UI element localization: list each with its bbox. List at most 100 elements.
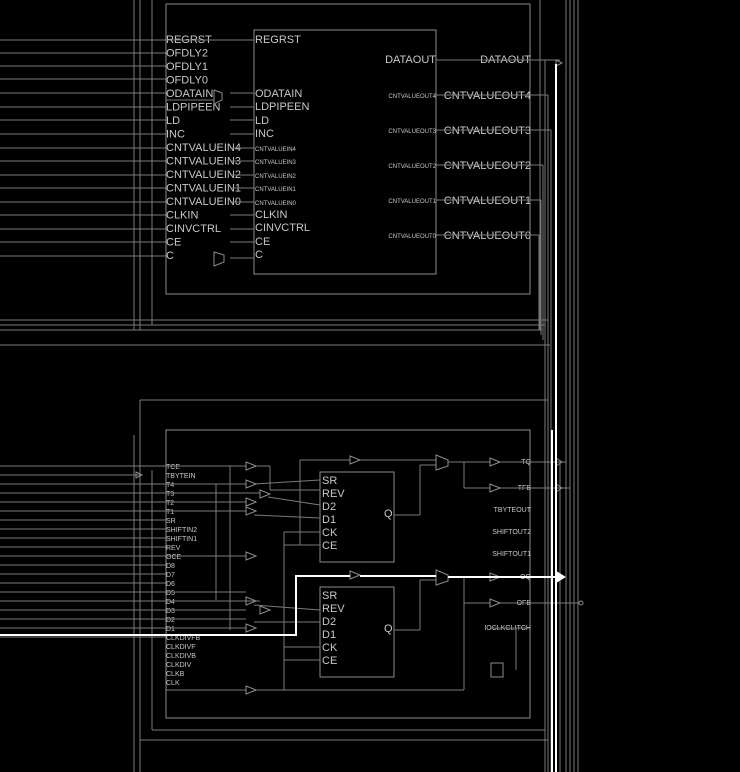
odelay-cell-input-c: C xyxy=(255,249,263,261)
odelay-input-cntvaluein0: CNTVALUEIN0 xyxy=(166,196,241,208)
odelay-cell-outputs: DATAOUT CNTVALUEOUT4CNTVALUEOUT3CNTVALUEO… xyxy=(385,54,437,240)
odelay-cell-input-inc: INC xyxy=(255,128,274,140)
ologic-tile-frame xyxy=(165,429,531,719)
odelay-block-inputs: REGRSTOFDLY2OFDLY1OFDLY0ODATAINLDPIPEENL… xyxy=(166,34,241,262)
ologic-input-d4: D4 xyxy=(166,599,175,606)
ologic-input-clkdivf: CLKDIVF xyxy=(166,644,196,651)
ologic-output-shiftout1: SHIFTOUT1 xyxy=(492,551,531,558)
ologic-input-d1: D1 xyxy=(166,626,175,633)
odelay-input-odatain: ODATAIN xyxy=(166,88,213,100)
ff-top-pin-d1: D1 xyxy=(322,514,336,526)
ologic-input-t3: T3 xyxy=(166,491,174,498)
odelay-block-outputs: DATAOUTCNTVALUEOUT4CNTVALUEOUT3CNTVALUEO… xyxy=(444,54,531,242)
odelay-cell-input-clkin: CLKIN xyxy=(255,209,287,221)
ofb-port-dot xyxy=(578,600,584,606)
clk-mux xyxy=(213,251,225,267)
routing-wires xyxy=(0,0,579,772)
ologic-input-shiftin1: SHIFTIN1 xyxy=(166,536,197,543)
odelay-cell-inputs: REGRSTODATAINLDPIPEENLDINCCNTVALUEIN4CNT… xyxy=(255,34,310,261)
odelay-cell-input-ld: LD xyxy=(255,115,269,127)
flip-flop-top xyxy=(319,471,395,563)
odelay-output-cntvalueout0: CNTVALUEOUT0 xyxy=(444,230,531,242)
odelay-input-cntvaluein1: CNTVALUEIN1 xyxy=(166,183,241,195)
ofb-out-buffer xyxy=(489,598,502,608)
odelay-input-cntvaluein2: CNTVALUEIN2 xyxy=(166,169,241,181)
ff-top-pin-ck: CK xyxy=(322,527,338,539)
ologic-input-d5: D5 xyxy=(166,590,175,597)
ff-bottom-pin-rev: REV xyxy=(322,603,345,615)
d4-buffer xyxy=(245,596,258,606)
ologic-input-rev: REV xyxy=(166,545,181,552)
odelay-cell-output-cntvalueout1: CNTVALUEOUT1 xyxy=(388,199,436,205)
tq-path-buffer xyxy=(349,455,362,465)
ff-top-pin-rev: REV xyxy=(322,488,345,500)
odelay-cell-input-cntvaluein3: CNTVALUEIN3 xyxy=(255,160,297,166)
odelay-cell-input-cntvaluein2: CNTVALUEIN2 xyxy=(255,174,297,180)
ologic-input-d3: D3 xyxy=(166,608,175,615)
oq-path-buffer xyxy=(349,570,362,580)
highlighted-net xyxy=(0,64,566,772)
d3-buffer xyxy=(259,605,272,615)
ologic-input-d2: D2 xyxy=(166,617,175,624)
odelay-cell-input-cinvctrl: CINVCTRL xyxy=(255,222,310,234)
ologic-input-tce: TCE xyxy=(166,464,180,471)
odatain-mux xyxy=(213,89,223,105)
tce-buffer xyxy=(245,461,258,471)
ff-bottom-pin-d1: D1 xyxy=(322,629,336,641)
odelay-cell-input-cntvaluein0: CNTVALUEIN0 xyxy=(255,201,297,207)
ologic-input-sr: SR xyxy=(166,518,176,525)
odelay-output-cntvalueout4: CNTVALUEOUT4 xyxy=(444,90,531,102)
odelay-cell-output-cntvalueout0: CNTVALUEOUT0 xyxy=(388,234,436,240)
odelay-cell-input-cntvaluein4: CNTVALUEIN4 xyxy=(255,147,297,153)
ff-top-pin-d2: D2 xyxy=(322,501,336,513)
odelay-cell-input-ce: CE xyxy=(255,236,270,248)
ff-top-q: Q xyxy=(384,508,393,520)
t2-buffer xyxy=(245,497,258,507)
t3-buffer xyxy=(259,489,272,499)
ologic-input-tbytein: TBYTEIN xyxy=(166,473,196,480)
odelay-input-ldpipeen: LDPIPEEN xyxy=(166,102,220,114)
ff-top-pin-sr: SR xyxy=(322,475,337,487)
ioclkglitch-box xyxy=(490,662,504,678)
odelay-tile-frame xyxy=(165,3,531,295)
ff-top-pin-ce: CE xyxy=(322,540,337,552)
ologic-input-t1: T1 xyxy=(166,509,174,516)
flip-flop-bottom xyxy=(319,586,395,678)
ff-bottom-pin-sr: SR xyxy=(322,590,337,602)
odelay-input-ce: CE xyxy=(166,237,181,249)
odelay-output-cntvalueout3: CNTVALUEOUT3 xyxy=(444,125,531,137)
ff-bottom-pin-d2: D2 xyxy=(322,616,336,628)
tfb-out-buffer xyxy=(489,483,502,493)
odelay-output-cntvalueout2: CNTVALUEOUT2 xyxy=(444,160,531,172)
odelay-cell-input-cntvaluein1: CNTVALUEIN1 xyxy=(255,187,297,193)
tq-mux xyxy=(435,454,449,471)
odelay-cell-input-ldpipeen: LDPIPEEN xyxy=(255,101,309,113)
clk-buffer xyxy=(245,685,258,695)
oce-buffer xyxy=(245,551,258,561)
odelay-output-cntvalueout1: CNTVALUEOUT1 xyxy=(444,195,531,207)
odelay-cell-output-cntvalueout3: CNTVALUEOUT3 xyxy=(388,129,436,135)
odelay-input-ld: LD xyxy=(166,115,180,127)
ff-bottom-q: Q xyxy=(384,623,393,635)
odelay-cell-output-dataout: DATAOUT xyxy=(385,54,436,66)
odelay-input-ofdly0: OFDLY0 xyxy=(166,75,208,87)
ologic-output-tbyteout: TBYTEOUT xyxy=(494,507,532,514)
oq-highlight-arrow xyxy=(555,570,566,584)
tbytein-port-arrow xyxy=(135,471,144,479)
odelay-cell-output-cntvalueout2: CNTVALUEOUT2 xyxy=(388,164,436,170)
odelay-cell-output-cntvalueout4: CNTVALUEOUT4 xyxy=(388,94,436,100)
odelay-tile: REGRSTOFDLY2OFDLY1OFDLY0ODATAINLDPIPEENL… xyxy=(165,3,564,295)
odelay-input-ofdly2: OFDLY2 xyxy=(166,48,208,60)
dataout-port-arrow xyxy=(555,59,564,67)
odelay-input-cinvctrl: CINVCTRL xyxy=(166,223,221,235)
ologic-input-clkdiv: CLKDIV xyxy=(166,662,192,669)
ologic-input-shiftin2: SHIFTIN2 xyxy=(166,527,197,534)
tq-out-buffer xyxy=(489,457,502,467)
ologic-input-d8: D8 xyxy=(166,563,175,570)
ologic-inputs: TCETBYTEINT4T3T2T1SRSHIFTIN2SHIFTIN1REVO… xyxy=(166,464,201,687)
t4-buffer xyxy=(245,479,258,489)
odelay-input-cntvaluein3: CNTVALUEIN3 xyxy=(166,156,241,168)
